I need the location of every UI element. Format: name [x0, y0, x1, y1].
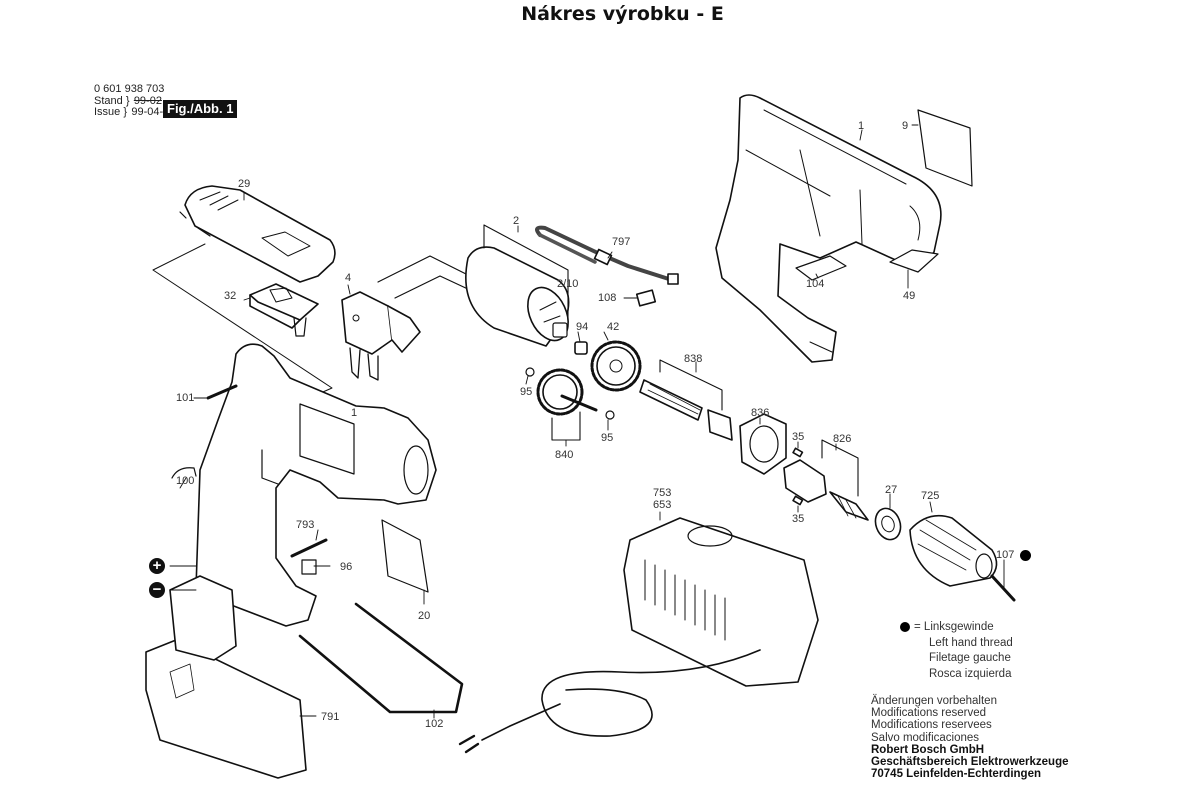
label-part-27: 27: [885, 484, 898, 496]
label-part-791: 791: [321, 711, 340, 723]
label-part-35-a: 35: [792, 431, 805, 443]
label-part-838: 838: [684, 353, 703, 365]
label-part-725: 725: [921, 490, 940, 502]
shaft-part-838: [639, 379, 733, 441]
label-part-4: 4: [345, 272, 352, 284]
drawing-meta: 0 601 938 703 Stand }99-02 Issue }99-04-…: [94, 83, 176, 118]
housing-ring-part-836: [739, 413, 787, 475]
battery-cover-part-29: [179, 185, 336, 283]
battery-pack-part-791: [145, 575, 307, 779]
label-part-1-top: 1: [858, 120, 865, 132]
label-part-9: 9: [902, 120, 909, 132]
brush-strip-part-797: [535, 225, 679, 285]
label-part-108: 108: [598, 292, 617, 304]
label-part-836: 836: [751, 407, 770, 419]
switch-part-32: [249, 283, 319, 337]
washer-part-95-a: [525, 367, 535, 377]
housing-half-part-1: [195, 343, 437, 627]
legend-symbol: =: [914, 621, 921, 633]
issue-value: 99-04-22: [131, 106, 176, 118]
label-part-102: 102: [425, 718, 444, 730]
note-line: Modifications reservees: [871, 719, 992, 732]
company-address: 70745 Leinfelden-Echterdingen: [871, 768, 1041, 781]
part-number: 0 601 938 703: [94, 83, 165, 95]
pin-part-793: [290, 538, 328, 558]
chuck-part-725: [909, 514, 998, 587]
gear-part-42: [590, 340, 642, 392]
note-line: Modifications reserved: [871, 707, 987, 720]
gear-part-840: [536, 368, 598, 416]
motor-wires: [377, 255, 471, 299]
note-line: Salvo modificaciones: [871, 731, 980, 744]
stand-label: Stand: [94, 94, 123, 107]
stand-value: 99-02: [133, 94, 162, 107]
label-part-35-b: 35: [792, 513, 805, 525]
screw-part-107: [990, 574, 1016, 602]
bearing-part-27: [874, 507, 902, 541]
label-part-753: 753: [653, 487, 672, 499]
left-hand-thread-marker: [1020, 550, 1031, 561]
bullet-icon: [900, 621, 910, 632]
bushing-part-94: [574, 341, 588, 355]
screw-part-101: [206, 384, 238, 400]
label-plate-part-9: [917, 109, 973, 187]
legend-line: Rosca izquierda: [929, 667, 1012, 680]
motor-bracket-line: [483, 224, 569, 321]
label-part-49: 49: [903, 290, 916, 302]
legend: = Linksgewinde Left hand thread Filetage…: [900, 620, 1013, 682]
label-part-826: 826: [833, 433, 852, 445]
legend-line: Left hand thread: [929, 636, 1013, 649]
label-part-104: 104: [806, 278, 825, 290]
figure-badge: Fig./Abb. 1: [163, 100, 238, 118]
page-title: Nákres výrobku - E: [521, 3, 724, 25]
company-name: Robert Bosch GmbH: [871, 743, 985, 756]
plus-terminal-icon: +: [149, 558, 165, 574]
pin-part-35-b: [792, 495, 804, 506]
label-part-101: 101: [176, 392, 195, 404]
label-part-96: 96: [340, 561, 353, 573]
label-part-840: 840: [555, 449, 574, 461]
company-division: Geschäftsbereich Elektrowerkzeuge: [871, 756, 1069, 769]
circuit-board-part-104: [795, 255, 847, 281]
label-part-100: 100: [176, 475, 195, 487]
notes: Änderungen vorbehalten Modifications res…: [871, 695, 1069, 780]
washer-part-95-b: [605, 410, 615, 420]
label-part-29: 29: [238, 178, 251, 190]
label-part-107: 107: [996, 549, 1015, 561]
label-part-42: 42: [607, 321, 620, 333]
note-line: Änderungen vorbehalten: [871, 695, 997, 707]
pin-part-35-a: [792, 447, 804, 458]
charger-part-753-653: [623, 517, 819, 687]
label-part-95-a: 95: [520, 386, 533, 398]
charger-cable: [458, 649, 761, 754]
legend-line: Linksgewinde: [923, 621, 994, 633]
label-part-95-b: 95: [601, 432, 614, 444]
leader-lines: [169, 124, 1005, 719]
label-part-2-10: 2/10: [557, 278, 579, 290]
latch-part-49: [889, 249, 939, 273]
spindle-part-826: [783, 459, 869, 521]
housing-half-part-1-top: [715, 94, 942, 363]
label-part-1-housing: 1: [351, 407, 358, 419]
clip-part-108: [635, 289, 657, 307]
label-part-20: 20: [418, 610, 431, 622]
switch-assembly-part-4: [341, 291, 421, 381]
issue-label: Issue: [94, 106, 121, 118]
label-part-2: 2: [513, 215, 520, 227]
label-part-793: 793: [296, 519, 315, 531]
label-part-797: 797: [612, 236, 631, 248]
label-part-32: 32: [224, 290, 237, 302]
clip-part-96: [301, 559, 317, 575]
label-part-94: 94: [576, 321, 589, 333]
legend-line: Filetage gauche: [929, 652, 1011, 664]
label-part-653: 653: [653, 499, 672, 511]
label-plate-part-20: [381, 519, 429, 593]
motor-part-2: [465, 246, 570, 347]
minus-terminal-icon: −: [149, 582, 165, 598]
wire-part-100: [171, 467, 197, 479]
seal-part-102: [298, 602, 464, 714]
